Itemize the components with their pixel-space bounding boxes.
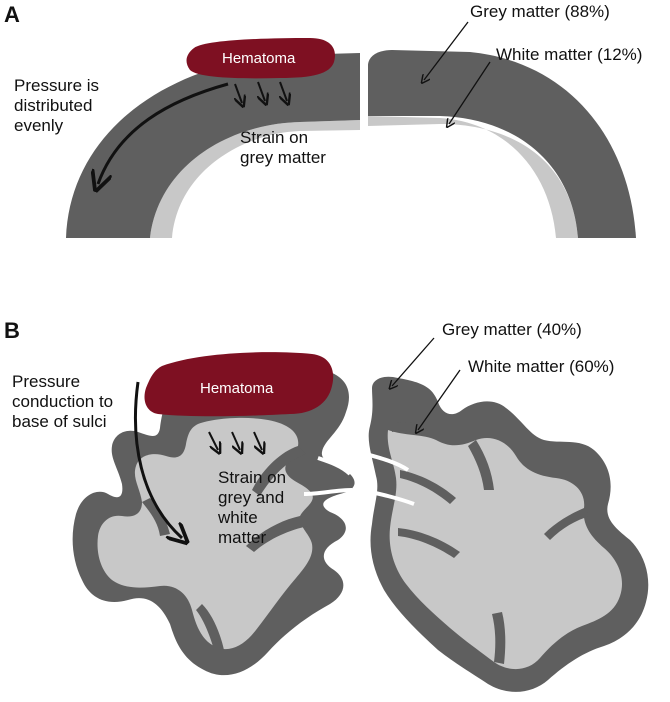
panel-a-strain-arrow <box>258 81 265 101</box>
panel-a-left-white-matter <box>150 120 360 238</box>
panel-b-hematoma <box>144 352 334 417</box>
panel-b-left-sulcus <box>252 446 306 496</box>
panel-b-white-matter-pointer <box>418 369 461 430</box>
panel-b-left-sulcus <box>196 604 224 650</box>
panel-b-right-sulcus <box>544 508 590 540</box>
panel-b-right-sulcus <box>468 440 494 490</box>
panel-b-pressure-label: Pressure conduction to base of sulci <box>12 372 114 431</box>
panel-b-diagram <box>72 337 649 692</box>
panel-b-strain-arrow <box>253 431 262 450</box>
panel-b-right-sulcal-gap <box>365 452 410 472</box>
panel-b-left-sulcal-gap <box>303 488 353 496</box>
panel-b-left-sulcus <box>246 516 308 552</box>
panel-a-strain-arrow <box>235 83 242 103</box>
panel-a-letter: A <box>4 2 20 27</box>
panel-a-hematoma <box>186 38 335 79</box>
panel-b-left-sulcus <box>142 498 170 536</box>
panel-b-strain-label: Strain on grey and white matter <box>218 468 287 547</box>
panel-b-grey-matter-label: Grey matter (40%) <box>442 320 582 339</box>
panel-a-white-matter-pointer <box>449 61 491 124</box>
panel-b-right-sulcal-gap <box>361 488 415 506</box>
panel-b-right-sulcus <box>400 470 456 504</box>
panel-b-right-sulcus <box>398 528 460 558</box>
panel-a-strain-label: Strain on grey matter <box>240 128 326 167</box>
panel-a-grey-matter-pointer <box>424 21 469 80</box>
panel-b-grey-matter-pointer <box>392 337 435 386</box>
panel-b-strain-arrow <box>208 431 218 450</box>
panel-b-hematoma-label: Hematoma <box>200 380 274 397</box>
panel-a-diagram <box>66 21 636 238</box>
panel-b-pressure-arrow <box>133 381 182 538</box>
panel-b-letter: B <box>4 318 20 343</box>
panel-a-strain-arrow <box>280 81 287 101</box>
panel-a-right-white-matter <box>368 116 578 238</box>
panel-a-hematoma-label: Hematoma <box>222 50 296 67</box>
panel-a-white-matter-label: White matter (12%) <box>496 45 643 64</box>
panel-b-white-matter-label: White matter (60%) <box>468 357 615 376</box>
panel-b-left-white-matter <box>97 417 313 650</box>
panel-b-strain-arrow <box>231 431 240 450</box>
panel-b-right-white-matter <box>387 430 623 670</box>
panel-a-grey-matter-label: Grey matter (88%) <box>470 2 610 21</box>
panel-a-pressure-arrow <box>98 82 229 184</box>
panel-b-right-sulcus <box>492 612 506 664</box>
panel-b-left-sulcal-gap <box>317 456 352 476</box>
panel-a-right-grey-matter <box>368 50 636 238</box>
panel-a-pressure-label: Pressure is distributed evenly <box>14 76 100 135</box>
